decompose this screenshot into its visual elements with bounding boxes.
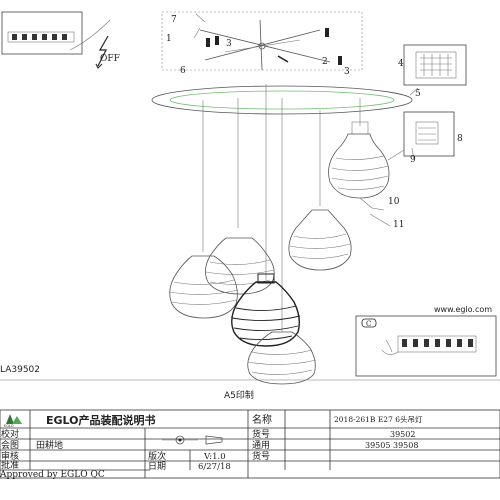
pointer-line bbox=[69, 19, 111, 51]
screw-icon bbox=[206, 28, 342, 65]
row-label-check: 校对 bbox=[1, 428, 19, 440]
shade-top-right bbox=[328, 121, 390, 199]
shade-bottom bbox=[247, 331, 317, 385]
row-label-review: 审核 bbox=[1, 450, 19, 462]
callout-6: 6 bbox=[180, 66, 186, 76]
approved-note: Approved by EGLO QC bbox=[0, 470, 105, 480]
callout-10: 10 bbox=[388, 197, 400, 207]
title-block: EGLO EGLO产品装配说明书 校对 会图 田耕地 审核 批准 版次 V:1.… bbox=[0, 409, 500, 480]
lamp-socket bbox=[351, 121, 369, 135]
shade-middle-right bbox=[288, 209, 352, 271]
shade-front-highlighted bbox=[231, 273, 301, 347]
callout-2: 2 bbox=[322, 57, 328, 67]
item-no-value: 39502 bbox=[390, 430, 415, 439]
callout-11: 11 bbox=[393, 220, 404, 230]
website-label: www.eglo.com bbox=[434, 305, 492, 314]
callout-4: 4 bbox=[398, 59, 404, 69]
svg-text:C: C bbox=[366, 320, 371, 328]
product-name: 2018-261B E27 6头吊灯 bbox=[334, 414, 423, 424]
date-label: 日期 bbox=[148, 461, 166, 472]
socket-inset-frame bbox=[403, 111, 455, 157]
callout-1: 1 bbox=[166, 34, 172, 44]
center-bolt bbox=[258, 42, 266, 50]
brand-title: EGLO产品装配说明书 bbox=[46, 413, 156, 427]
bottom-right-inset: C bbox=[355, 315, 497, 377]
svg-text:EGLO: EGLO bbox=[4, 424, 14, 428]
canopy-plate bbox=[151, 85, 419, 115]
terminal-inset bbox=[1, 11, 111, 55]
general-item-value: 39505 39508 bbox=[365, 441, 418, 450]
callout-3a: 3 bbox=[226, 39, 232, 49]
title-block-frame bbox=[0, 409, 500, 479]
ceiling-bracket bbox=[161, 11, 363, 71]
print-note: A5印制 bbox=[224, 389, 254, 401]
terminal-screws bbox=[12, 34, 67, 40]
row-label-approve: 批准 bbox=[1, 459, 19, 471]
general-item-label-2: 货号 bbox=[252, 450, 270, 462]
version-value: V:1.0 bbox=[203, 452, 226, 462]
terminal-block bbox=[7, 31, 75, 43]
date-value: 6/27/18 bbox=[198, 462, 231, 472]
off-label: OFF bbox=[100, 54, 120, 64]
callout-3b: 3 bbox=[344, 67, 350, 77]
row-label-draw: 会图 bbox=[1, 439, 19, 451]
version-label: 版次 bbox=[148, 450, 166, 462]
callout-5: 5 bbox=[415, 89, 421, 99]
drafter-name: 田耕地 bbox=[36, 439, 63, 451]
model-code: LA39502 bbox=[0, 365, 40, 375]
projection-symbol-icon bbox=[162, 435, 223, 445]
terminal-inset-frame bbox=[1, 11, 83, 55]
inset-c-tab bbox=[361, 318, 377, 328]
callout-8: 8 bbox=[457, 134, 463, 144]
shade-left bbox=[169, 255, 239, 319]
arrow-icon bbox=[277, 55, 289, 63]
inset-frame bbox=[355, 315, 497, 377]
pendant-cords bbox=[202, 84, 361, 332]
detail-inset-frame bbox=[403, 44, 467, 86]
inset-terminal-screws bbox=[402, 339, 473, 347]
socket-detail bbox=[387, 111, 455, 161]
power-off-icon bbox=[95, 35, 109, 69]
item-no-label: 货号 bbox=[252, 428, 270, 440]
shade-middle bbox=[205, 237, 275, 295]
name-label: 名称 bbox=[252, 413, 272, 426]
callout-7: 7 bbox=[171, 15, 177, 25]
callout-9: 9 bbox=[410, 155, 416, 165]
detail-inset bbox=[403, 44, 467, 86]
general-item-label-1: 通用 bbox=[252, 440, 270, 451]
eglo-logo: EGLO bbox=[4, 414, 22, 428]
